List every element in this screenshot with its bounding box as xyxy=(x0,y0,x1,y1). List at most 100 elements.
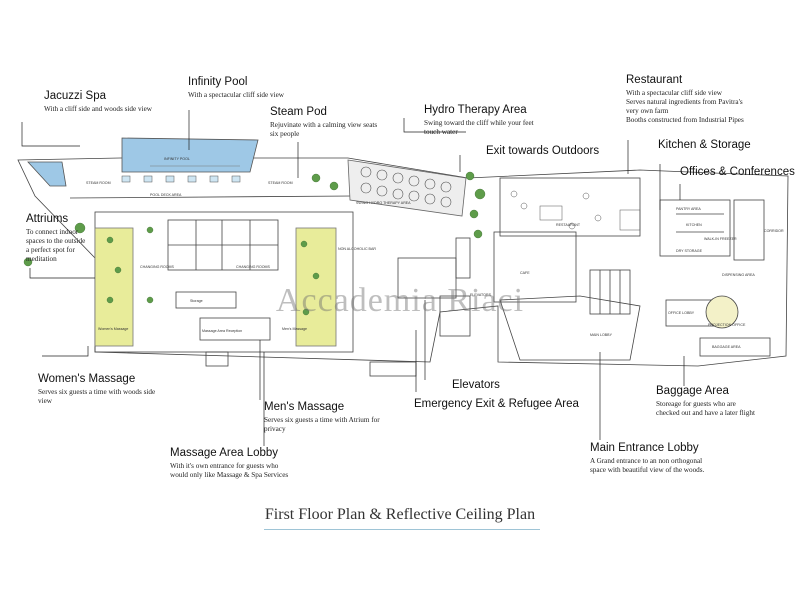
callout-title: Massage Area Lobby xyxy=(170,447,279,459)
callout-line: six people xyxy=(270,130,300,138)
callout-line: A Grand entrance to an non orthogonal xyxy=(590,457,703,465)
greenery xyxy=(23,171,486,316)
infinity-pool xyxy=(121,137,259,173)
callout-jacuzzi-spa: Jacuzzi Spa With a cliff side and woods … xyxy=(44,90,152,114)
callout-line: meditation xyxy=(26,255,57,263)
label-office-lobby: OFFICE LOBBY xyxy=(668,311,695,315)
label-elevators: ELEVATORS xyxy=(470,293,492,297)
callout-line: To connect indoor xyxy=(26,228,79,236)
callout-title: Men's Massage xyxy=(264,401,345,413)
label-infinity-pool: INFINITY POOL xyxy=(164,157,190,161)
stair-core xyxy=(439,295,471,337)
callout-line: Storeage for guests who are xyxy=(656,400,736,408)
callout-line: With a spectacular cliff side view xyxy=(188,91,284,99)
callout-title: Emergency Exit & Refugee Area xyxy=(414,398,579,410)
callout-title: Elevators xyxy=(452,379,500,391)
callout-emergency-exit: Emergency Exit & Refugee Area xyxy=(414,398,579,410)
callout-line: privacy xyxy=(264,425,286,433)
callout-line: Booths constructed from Industrial Pipes xyxy=(626,116,744,124)
page-title: First Floor Plan & Reflective Ceiling Pl… xyxy=(264,506,536,523)
label-steam-room-1: STEAM ROOM xyxy=(86,181,111,185)
callout-title: Hydro Therapy Area xyxy=(424,104,527,116)
kitchen-area xyxy=(659,199,731,257)
leader-lines xyxy=(21,110,685,446)
callout-line: With it's own entrance for guests who xyxy=(170,462,279,470)
atrium-left xyxy=(94,227,134,347)
callout-line: checked out and have a later flight xyxy=(656,409,755,417)
callout-title: Infinity Pool xyxy=(188,76,248,88)
callout-title: Steam Pod xyxy=(270,106,327,118)
callout-title: Exit towards Outdoors xyxy=(486,145,600,157)
label-walk-in: WALK-IN FREEZER xyxy=(704,237,737,241)
callout-massage-lobby: Massage Area Lobby With it's own entranc… xyxy=(170,447,288,480)
callout-infinity-pool: Infinity Pool With a spectacular cliff s… xyxy=(188,76,284,100)
callout-line: very own farm xyxy=(626,107,669,115)
callout-line: Serves natural ingredients from Pavitra'… xyxy=(626,98,743,106)
callout-main-lobby: Main Entrance Lobby A Grand entrance to … xyxy=(590,442,704,475)
callout-line: space with beautiful view of the woods. xyxy=(590,466,705,474)
baggage-room xyxy=(699,337,771,357)
callout-title: Attriums xyxy=(26,213,69,225)
callout-line: Swing toward the cliff while your feet xyxy=(424,119,534,127)
callout-line: Rejuvinate with a calming view seats xyxy=(270,121,378,129)
label-mens-massage: Men's Massage xyxy=(282,327,307,331)
label-projection-office: PROJECTION OFFICE xyxy=(708,323,746,327)
callout-line: Serves six guests a time with Atrium for xyxy=(264,416,380,424)
restaurant-area xyxy=(499,177,641,237)
label-dry-storage: DRY STORAGE xyxy=(676,249,703,253)
label-changing-rooms-1: CHANGING ROOMS xyxy=(140,265,175,269)
projection-office xyxy=(705,295,739,329)
callout-womens-massage: Women's Massage Serves six guests a time… xyxy=(38,373,155,406)
massage-reception-room xyxy=(199,317,271,341)
callout-line: view xyxy=(38,397,52,405)
callout-baggage-area: Baggage Area Storeage for guests who are… xyxy=(656,385,755,418)
label-womens-massage: Women's Massage xyxy=(98,327,128,331)
swing-seats xyxy=(360,166,452,208)
pool-deck-edge xyxy=(69,195,353,199)
callout-title: Jacuzzi Spa xyxy=(44,90,107,102)
callout-title: Main Entrance Lobby xyxy=(590,442,699,454)
label-massage-reception: Massage Area Reception xyxy=(202,329,242,333)
callout-hydro-therapy: Hydro Therapy Area Swing toward the clif… xyxy=(424,104,534,137)
callout-line: a perfect spot for xyxy=(26,246,75,254)
main-lobby-area xyxy=(499,295,641,361)
atrium-right xyxy=(295,227,337,347)
restaurant-booths xyxy=(510,190,641,231)
hydro-therapy-zone xyxy=(347,159,467,217)
label-kitchen: KITCHEN xyxy=(686,223,702,227)
label-baggage-area: BAGGAGE AREA xyxy=(712,345,741,349)
callout-steam-pod: Steam Pod Rejuvinate with a calming view… xyxy=(270,106,377,139)
watermark: Accademia Riaci xyxy=(275,282,525,319)
callout-title: Offices & Conferences xyxy=(680,166,795,178)
callout-line: touch water xyxy=(424,128,458,136)
storage-room xyxy=(175,291,237,309)
label-main-lobby: MAIN LOBBY xyxy=(590,333,613,337)
callout-line: Serves six guests a time with woods side xyxy=(38,388,156,396)
callout-line: spaces to the outside xyxy=(26,237,86,245)
callout-title: Baggage Area xyxy=(656,385,729,397)
callout-exit-outdoors: Exit towards Outdoors xyxy=(486,145,599,157)
callout-atriums: Attriums To connect indoor spaces to the… xyxy=(26,213,85,264)
callout-line: With a spectacular cliff side view xyxy=(626,89,722,97)
callout-title: Restaurant xyxy=(626,74,683,86)
label-changing-rooms-2: CHANGING ROOMS xyxy=(236,265,271,269)
label-restaurant: RESTAURANT xyxy=(556,223,581,227)
label-steam-room-2: STEAM ROOM xyxy=(268,181,293,185)
title-underline xyxy=(264,529,540,530)
jacuzzi-pool xyxy=(27,161,67,187)
callout-title: Women's Massage xyxy=(38,373,136,385)
callout-restaurant: Restaurant With a spectacular cliff side… xyxy=(626,74,744,125)
label-non-alcoholic-bar: NON ALCOHOLIC BAR xyxy=(338,247,376,251)
cafe-area xyxy=(493,231,577,303)
callout-mens-massage: Men's Massage Serves six guests a time w… xyxy=(264,401,380,434)
label-storage: Storage xyxy=(190,299,203,303)
callout-title: Kitchen & Storage xyxy=(658,139,751,151)
callout-line: would only like Massage & Spa Services xyxy=(170,471,289,479)
label-pool-deck: POOL DECK AREA xyxy=(150,193,182,197)
label-corridor: CORRIDOR xyxy=(764,229,784,233)
label-dispensing: DISPENSING AREA xyxy=(722,273,755,277)
pool-loungers xyxy=(121,175,241,183)
callout-elevators: Elevators xyxy=(452,379,500,391)
callout-line: With a cliff side and woods side view xyxy=(44,105,152,113)
